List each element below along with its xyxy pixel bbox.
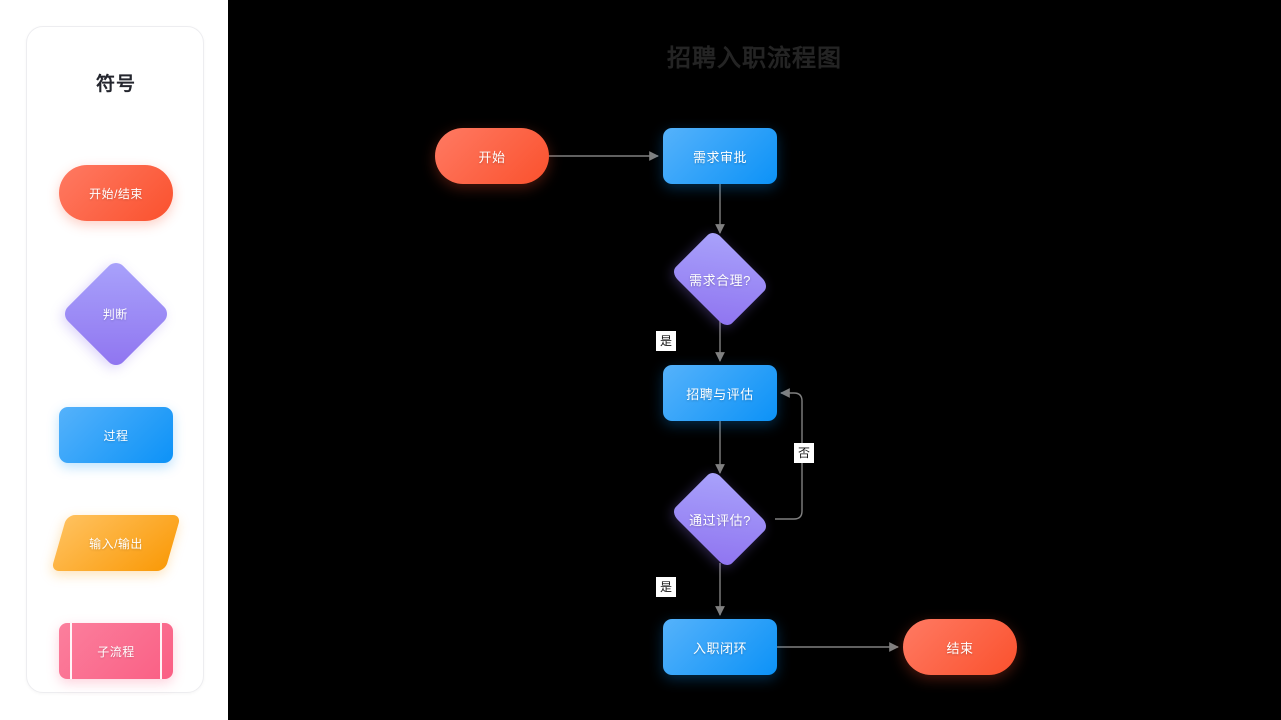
subprocess-left-bar	[70, 623, 72, 679]
legend-shape-process: 过程	[59, 407, 173, 463]
node-pass-evaluation[interactable]: 通过评估?	[665, 469, 775, 569]
node-onboarding-closed-loop-label: 入职闭环	[692, 640, 747, 656]
legend-item-terminator[interactable]: 开始/结束	[27, 164, 205, 222]
node-onboarding-closed-loop[interactable]: 入职闭环	[663, 619, 777, 675]
edges-layer	[549, 151, 899, 652]
legend-label-process: 过程	[103, 428, 129, 443]
node-end-label: 结束	[946, 640, 974, 656]
legend-shape-terminator: 开始/结束	[59, 165, 173, 221]
legend-item-io[interactable]: 输入/输出	[27, 514, 205, 572]
legend-panel: 符号 开始/结束 判断 过程	[0, 0, 228, 720]
node-demand-approval-label: 需求审批	[692, 149, 747, 165]
legend-label-subprocess: 子流程	[97, 644, 135, 659]
legend-label-terminator: 开始/结束	[89, 186, 143, 201]
node-pass-evaluation-label: 通过评估?	[689, 512, 751, 528]
node-demand-reasonable[interactable]: 需求合理?	[665, 229, 775, 329]
node-demand-approval[interactable]: 需求审批	[663, 128, 777, 184]
legend-shape-subprocess: 子流程	[59, 623, 173, 679]
node-recruit-evaluate-label: 招聘与评估	[686, 386, 754, 402]
legend-card: 符号 开始/结束 判断 过程	[26, 26, 204, 693]
edge-label-yes-2: 是	[656, 577, 677, 597]
diagram-canvas[interactable]: 招聘入职流程图 开始	[228, 0, 1281, 720]
legend-label-decision: 判断	[103, 307, 129, 322]
edge-label-no: 否	[794, 443, 815, 463]
node-demand-reasonable-label: 需求合理?	[689, 272, 751, 288]
node-end[interactable]: 结束	[903, 619, 1017, 675]
node-recruit-evaluate[interactable]: 招聘与评估	[663, 365, 777, 421]
legend-shape-decision: 判断	[60, 258, 172, 370]
legend-label-io: 输入/输出	[89, 536, 143, 551]
legend-title: 符号	[95, 74, 136, 95]
legend-item-subprocess[interactable]: 子流程	[27, 622, 205, 680]
node-start-label: 开始	[478, 149, 506, 165]
legend-item-decision[interactable]: 判断	[27, 258, 205, 370]
node-start[interactable]: 开始	[435, 128, 549, 184]
edge-label-yes-1: 是	[656, 331, 677, 351]
legend-shape-parallelogram: 输入/输出	[50, 515, 182, 571]
page-title: 招聘入职流程图	[667, 45, 842, 72]
subprocess-right-bar	[160, 623, 162, 679]
legend-item-process[interactable]: 过程	[27, 406, 205, 464]
